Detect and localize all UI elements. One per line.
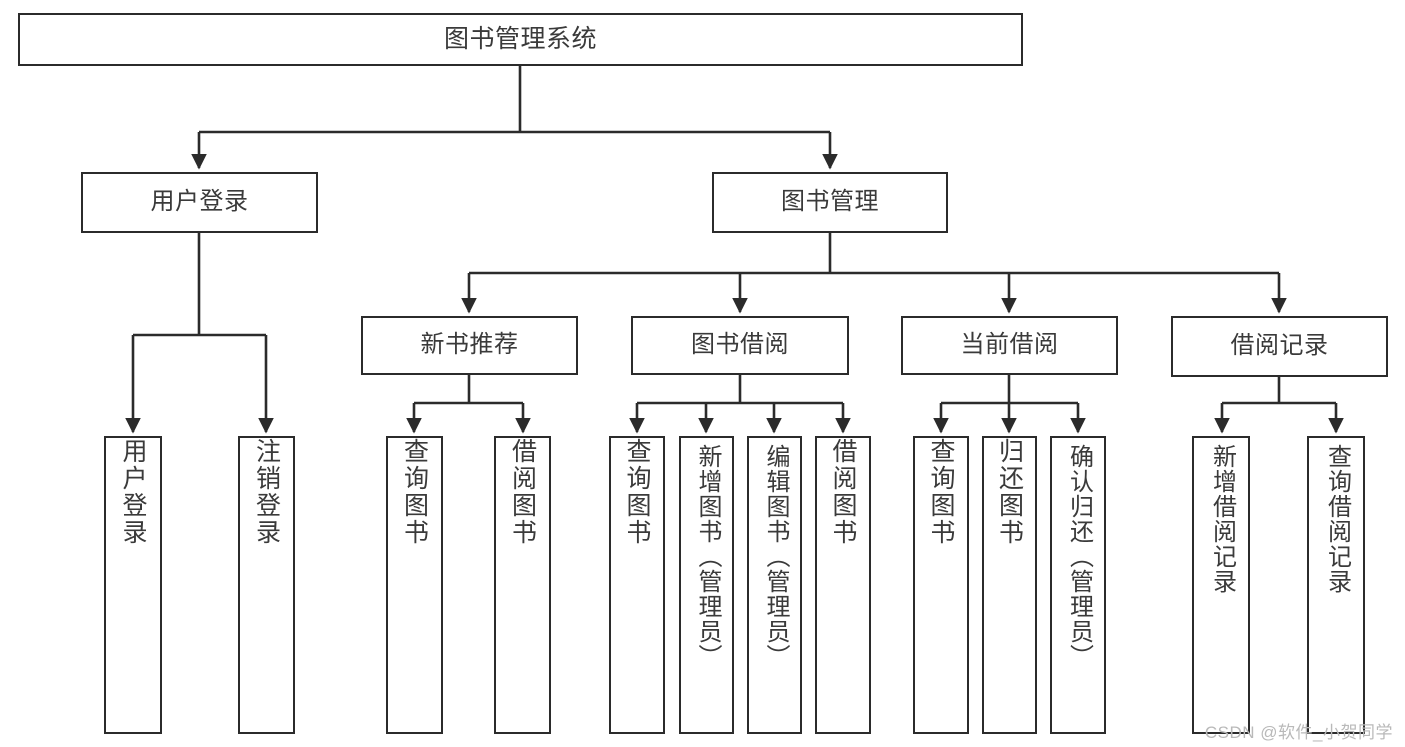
node-leaf-book-borrow-query-book[interactable]: 查询图书 (609, 436, 665, 734)
node-leaf-current-borrow-query-book[interactable]: 查询图书 (913, 436, 969, 734)
node-label: 新增借阅记录 (1208, 444, 1236, 594)
csdn-watermark: CSDN @软件_小贺同学 (1204, 723, 1393, 742)
node-label: 借阅图书 (829, 438, 857, 546)
node-book-management[interactable]: 图书管理 (712, 172, 948, 233)
node-label: 查询图书 (400, 438, 429, 546)
node-current-borrow[interactable]: 当前借阅 (901, 316, 1118, 375)
node-root-book-management-system[interactable]: 图书管理系统 (18, 13, 1023, 66)
node-label: 用户登录 (150, 188, 249, 216)
node-leaf-new-book-borrow-book[interactable]: 借阅图书 (494, 436, 551, 734)
node-label: 查询借阅记录 (1323, 444, 1351, 594)
node-label: 借阅记录 (1230, 332, 1329, 360)
node-leaf-borrow-record-add-record[interactable]: 新增借阅记录 (1192, 436, 1250, 734)
node-label: 当前借阅 (960, 331, 1059, 359)
node-label: 查询图书 (927, 438, 955, 546)
node-leaf-user-login-login[interactable]: 用户登录 (104, 436, 162, 734)
node-new-book-recommend[interactable]: 新书推荐 (361, 316, 578, 375)
node-label: 图书管理 (781, 188, 879, 216)
node-leaf-new-book-query-book[interactable]: 查询图书 (386, 436, 443, 734)
node-label: 新增图书（管理员） (693, 444, 721, 669)
node-user-login[interactable]: 用户登录 (81, 172, 318, 233)
node-leaf-book-borrow-edit-book-admin[interactable]: 编辑图书（管理员） (747, 436, 802, 734)
node-leaf-current-borrow-return-book[interactable]: 归还图书 (982, 436, 1037, 734)
node-label: 确认归还（管理员） (1065, 444, 1093, 669)
node-leaf-book-borrow-borrow-book[interactable]: 借阅图书 (815, 436, 871, 734)
node-leaf-current-borrow-confirm-return-admin[interactable]: 确认归还（管理员） (1050, 436, 1106, 734)
node-label: 借阅图书 (508, 438, 537, 546)
node-leaf-book-borrow-add-book-admin[interactable]: 新增图书（管理员） (679, 436, 734, 734)
node-label: 图书管理系统 (443, 24, 597, 53)
node-label: 用户登录 (119, 438, 147, 546)
node-label: 图书借阅 (691, 331, 789, 359)
node-label: 归还图书 (995, 438, 1024, 546)
node-label: 注销登录 (252, 438, 281, 546)
node-borrow-record[interactable]: 借阅记录 (1171, 316, 1388, 377)
node-label: 编辑图书（管理员） (761, 444, 789, 669)
node-leaf-borrow-record-query-record[interactable]: 查询借阅记录 (1307, 436, 1365, 734)
node-label: 查询图书 (623, 438, 651, 546)
node-leaf-user-login-logout[interactable]: 注销登录 (238, 436, 295, 734)
node-book-borrow[interactable]: 图书借阅 (631, 316, 849, 375)
node-label: 新书推荐 (420, 331, 519, 359)
